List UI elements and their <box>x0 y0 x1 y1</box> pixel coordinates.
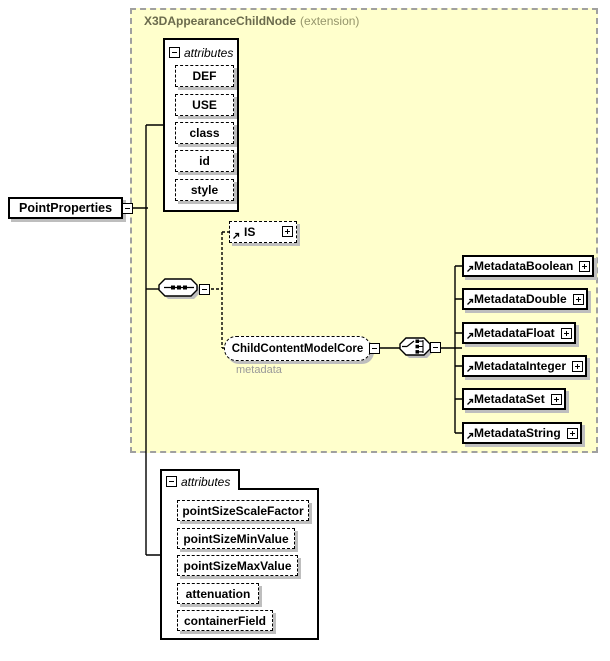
expand-icon[interactable] <box>566 428 578 439</box>
element-label: MetadataString <box>474 426 561 440</box>
attribute-style[interactable]: style <box>175 179 234 201</box>
element-metadatainteger[interactable]: MetadataInteger <box>462 355 588 377</box>
collapse-icon[interactable] <box>199 284 210 295</box>
element-metadatafloat[interactable]: MetadataFloat <box>462 322 576 344</box>
attribute-use[interactable]: USE <box>175 94 234 116</box>
element-pointproperties[interactable]: PointProperties <box>8 197 134 219</box>
expand-icon[interactable] <box>282 226 293 237</box>
element-label: MetadataSet <box>474 392 545 406</box>
expand-icon[interactable] <box>560 328 572 339</box>
element-reference-icon <box>467 365 474 372</box>
collapse-icon[interactable] <box>369 343 380 354</box>
attribute-label: DEF <box>192 69 217 83</box>
element-label: MetadataBoolean <box>474 259 574 273</box>
extension-title: X3DAppearanceChildNode(extension) <box>144 14 359 28</box>
group-label: ChildContentModelCore <box>231 342 364 355</box>
expand-icon[interactable] <box>572 294 584 305</box>
element-metadataboolean[interactable]: MetadataBoolean <box>462 255 595 277</box>
element-is[interactable]: IS <box>229 221 297 243</box>
element-label: IS <box>244 225 256 239</box>
collapse-icon[interactable] <box>122 203 134 214</box>
attribute-label: pointSizeMaxValue <box>183 558 292 573</box>
group-annotation: metadata <box>236 364 282 376</box>
attribute-pointsizeminvalue[interactable]: pointSizeMinValue <box>177 528 295 549</box>
element-label: MetadataDouble <box>474 292 567 306</box>
element-metadatadouble[interactable]: MetadataDouble <box>462 288 588 310</box>
attribute-label: class <box>189 126 220 140</box>
attributes-label: attributes <box>184 45 234 60</box>
attribute-label: USE <box>192 98 217 112</box>
attribute-class[interactable]: class <box>175 122 234 144</box>
attribute-label: attenuation <box>185 586 251 601</box>
attribute-pointsizemaxvalue[interactable]: pointSizeMaxValue <box>177 555 298 576</box>
element-reference-icon <box>467 432 474 439</box>
attribute-label: pointSizeScaleFactor <box>182 503 304 518</box>
attributes-group-bottom: pointSizeScaleFactor pointSizeMinValue p… <box>160 488 319 640</box>
attribute-attenuation[interactable]: attenuation <box>177 583 259 604</box>
element-label: PointProperties <box>19 201 113 215</box>
attributes-header-bottom: attributes <box>160 469 240 490</box>
attribute-pointsizescalefactor[interactable]: pointSizeScaleFactor <box>177 500 309 521</box>
expand-icon[interactable] <box>579 261 591 272</box>
element-label: MetadataInteger <box>474 359 567 373</box>
attribute-label: containerField <box>183 613 266 628</box>
element-metadatastring[interactable]: MetadataString <box>462 422 582 444</box>
element-reference-icon <box>467 398 474 405</box>
element-reference-icon <box>467 298 474 305</box>
attributes-label: attributes <box>181 474 231 489</box>
element-reference-icon <box>233 232 240 239</box>
group-childcontentmodelcore[interactable]: ChildContentModelCore <box>224 336 380 361</box>
attributes-header-top: attributes <box>169 44 234 60</box>
attribute-containerfield[interactable]: containerField <box>177 610 273 631</box>
attribute-label: style <box>190 183 219 197</box>
collapse-icon[interactable] <box>430 342 441 353</box>
attribute-label: pointSizeMinValue <box>183 531 289 546</box>
element-reference-icon <box>467 265 474 272</box>
collapse-icon[interactable] <box>166 476 177 488</box>
extension-title-suffix: (extension) <box>300 14 360 28</box>
collapse-icon[interactable] <box>169 47 180 59</box>
extension-title-text: X3DAppearanceChildNode <box>144 14 297 28</box>
element-label: MetadataFloat <box>474 326 555 340</box>
choice-icon <box>399 337 433 358</box>
attributes-group-top: attributes DEF USE class id style <box>163 38 239 212</box>
attribute-id[interactable]: id <box>175 150 234 172</box>
sequence-icon <box>158 278 200 299</box>
attribute-def[interactable]: DEF <box>175 65 234 87</box>
expand-icon[interactable] <box>550 394 562 405</box>
element-reference-icon <box>467 332 474 339</box>
attribute-label: id <box>199 154 210 168</box>
expand-icon[interactable] <box>572 361 584 372</box>
element-metadataset[interactable]: MetadataSet <box>462 388 566 410</box>
